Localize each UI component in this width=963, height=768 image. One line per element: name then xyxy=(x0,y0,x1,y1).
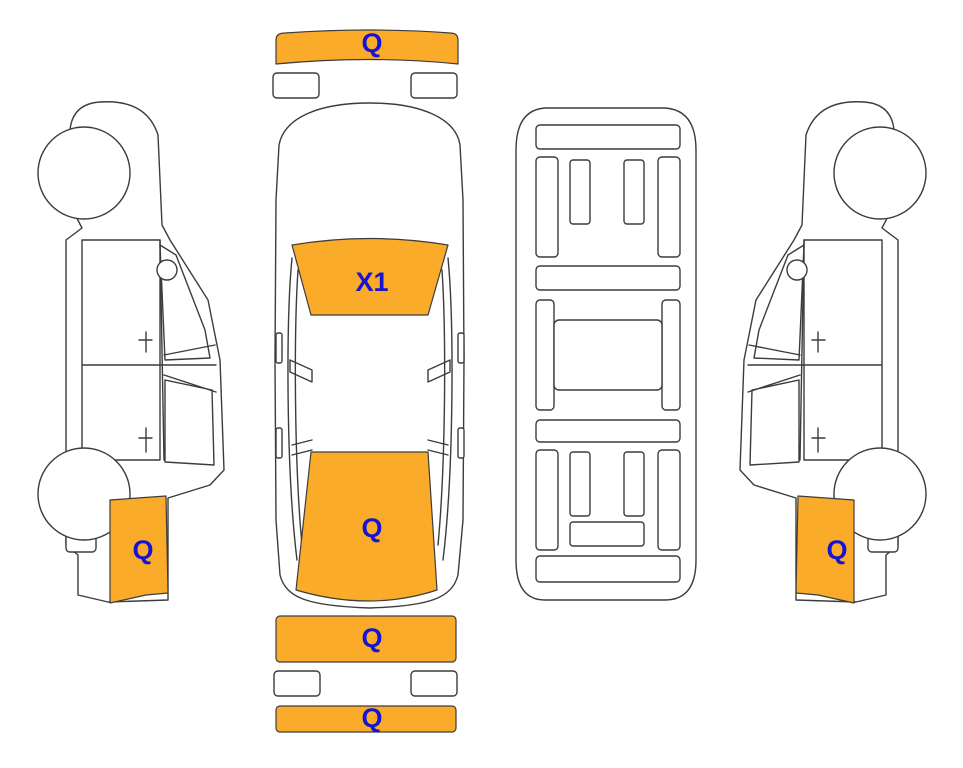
right-handle-front xyxy=(811,331,826,353)
left-rear-quarter-panel[interactable] xyxy=(109,495,169,604)
underbody-rear-bar xyxy=(535,555,681,583)
underbody-rear-inner-right xyxy=(623,451,645,517)
right-side-view: Q xyxy=(739,101,927,604)
underbody-rear-inner-left xyxy=(569,451,591,517)
front-section: Q xyxy=(272,28,459,99)
underbody-crossmember-1 xyxy=(535,265,681,291)
front-left-headlight xyxy=(272,72,320,99)
roof-code: X1 xyxy=(355,267,388,297)
right-c-pillar xyxy=(427,439,449,456)
right-mirror-circle xyxy=(786,259,808,281)
left-door-frame xyxy=(81,239,161,461)
front-bumper-panel[interactable] xyxy=(275,29,459,65)
windshield-roof-panel[interactable] xyxy=(291,237,449,316)
rear-right-taillight xyxy=(410,670,458,697)
trunk-lid-panel[interactable] xyxy=(295,451,438,602)
underbody-front-inner-left xyxy=(569,159,591,225)
right-door-rear-window xyxy=(749,379,800,466)
right-a-pillar-window xyxy=(753,244,805,361)
left-a-pillar xyxy=(289,359,313,383)
rear-panel[interactable] xyxy=(275,615,457,663)
left-mirror-rear xyxy=(275,427,283,459)
underbody-front-left-rail xyxy=(535,156,559,258)
left-a-pillar-window xyxy=(159,244,211,361)
underbody-floor-pan xyxy=(553,319,663,391)
front-right-headlight xyxy=(410,72,458,99)
left-handle-front xyxy=(138,331,153,353)
right-rear-quarter-panel[interactable] xyxy=(795,495,855,604)
trunk-code: Q xyxy=(361,513,382,543)
underbody-view xyxy=(515,107,697,601)
left-rear-wheel xyxy=(37,447,131,541)
left-side-view: Q xyxy=(37,101,225,604)
rear-left-taillight xyxy=(273,670,321,697)
left-window-line xyxy=(287,257,298,561)
top-view: X1 Q xyxy=(274,102,465,609)
right-rear-wheel xyxy=(833,447,927,541)
right-door-frame xyxy=(803,239,883,461)
rear-bumper-panel[interactable] xyxy=(275,705,457,733)
right-mirror xyxy=(457,332,465,364)
right-handle-rear xyxy=(811,427,826,453)
left-door-rear-window xyxy=(164,379,215,466)
rear-panel-code: Q xyxy=(361,623,382,653)
underbody-left-sill xyxy=(535,299,555,411)
underbody-right-sill xyxy=(661,299,681,411)
underbody-front-bar xyxy=(535,124,681,150)
right-mirror-rear xyxy=(457,427,465,459)
right-rear-quarter-code: Q xyxy=(826,535,847,565)
right-a-pillar xyxy=(427,359,451,383)
underbody-rear-crossmember xyxy=(569,521,645,547)
right-window-line xyxy=(442,257,453,561)
underbody-rear-left-rail xyxy=(535,449,559,551)
underbody-crossmember-2 xyxy=(535,419,681,443)
left-rear-quarter-code: Q xyxy=(132,535,153,565)
left-mirror xyxy=(275,332,283,364)
right-front-wheel xyxy=(833,126,927,220)
underbody-front-right-rail xyxy=(657,156,681,258)
left-mirror-circle xyxy=(156,259,178,281)
left-c-pillar xyxy=(291,439,313,456)
rear-section: Q Q xyxy=(273,615,458,733)
underbody-front-inner-right xyxy=(623,159,645,225)
front-bumper-code: Q xyxy=(361,28,382,58)
left-front-wheel xyxy=(37,126,131,220)
left-window-inner xyxy=(294,269,303,546)
right-window-inner xyxy=(437,269,446,546)
underbody-rear-right-rail xyxy=(657,449,681,551)
rear-bumper-code: Q xyxy=(361,703,382,733)
left-handle-rear xyxy=(138,427,153,453)
